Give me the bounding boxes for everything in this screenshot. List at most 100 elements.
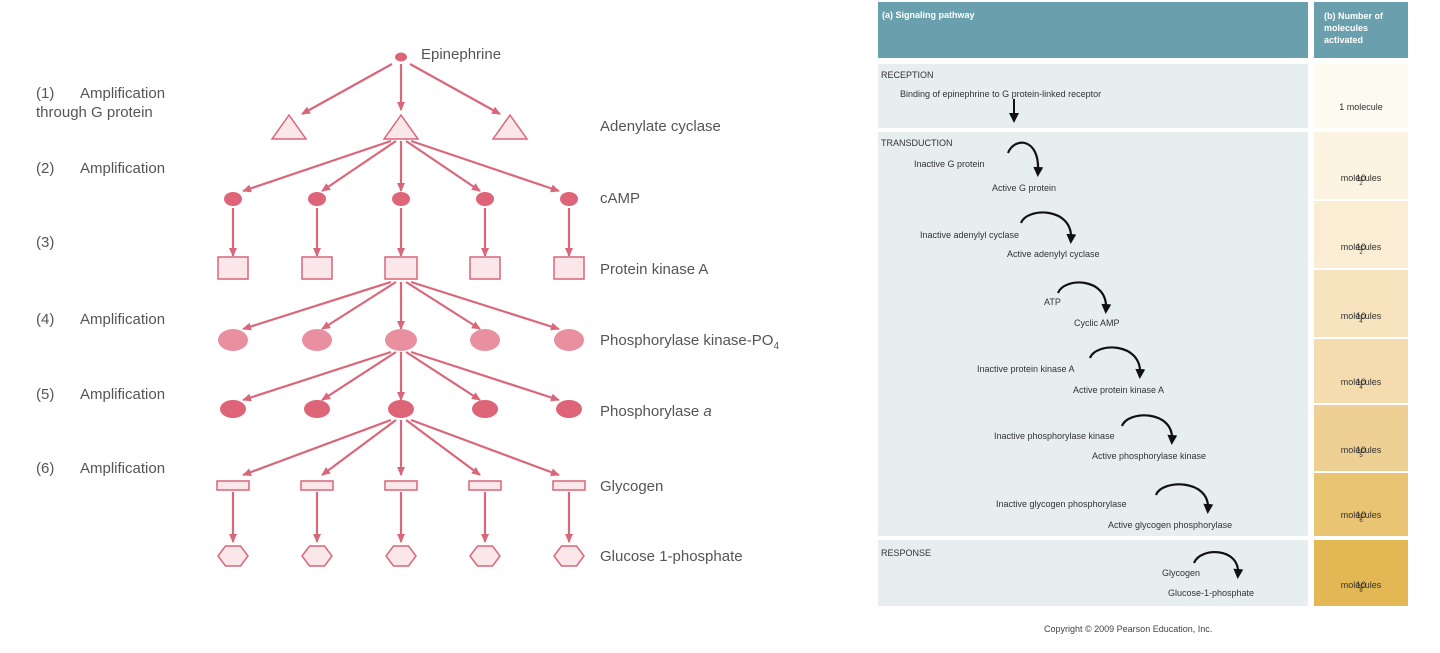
step-2-label: (2)Amplification <box>36 160 166 177</box>
activation-curved-arrow <box>1154 483 1214 514</box>
phosphorylase-kinase-ellipse <box>470 329 500 351</box>
activation-curved-arrow <box>1056 281 1112 314</box>
phosphorylase-kinase-ellipse <box>302 329 332 351</box>
reception-section: RECEPTION <box>878 64 1308 128</box>
cascade-arrow <box>405 140 481 192</box>
reception-title: RECEPTION <box>881 70 934 80</box>
adenylate-cyclase-label: Adenylate cyclase <box>600 118 721 135</box>
pathway-arrows <box>1006 99 1244 579</box>
glycogen-label: Glycogen <box>600 478 664 495</box>
phosphorylase-a-label: Phosphorylase a <box>600 403 712 420</box>
inactive-protein-kinase-a: Inactive protein kinase A <box>977 364 1075 374</box>
glycogen-bar <box>300 480 334 491</box>
glycogen-bar <box>552 480 586 491</box>
amplification-cascade-diagram <box>216 52 586 567</box>
cyclic-amp: Cyclic AMP <box>1074 318 1120 328</box>
adenylate-cyclase-triangle <box>382 113 420 140</box>
protein-kinase-a-square <box>217 256 249 280</box>
epinephrine-dot <box>395 52 407 62</box>
glucose-1-phosphate: Glucose-1-phosphate <box>1168 588 1255 598</box>
phosphorylase-kinase-ellipse <box>554 329 584 351</box>
adenylate-cyclase-triangle <box>491 113 529 140</box>
cascade-arrow <box>242 280 392 331</box>
activation-curved-arrow <box>1088 346 1146 379</box>
signaling-pathway-header: (a) Signaling pathway <box>878 2 1308 58</box>
inactive-glycogen-phosphorylase: Inactive glycogen phosphorylase <box>996 499 1127 509</box>
step-3-label: (3) <box>36 234 55 251</box>
phosphorylase-a-ellipse <box>388 400 414 418</box>
glycogen-bar <box>468 480 502 491</box>
step-5-label: (5)Amplification <box>36 386 166 403</box>
cascade-arrow <box>409 63 501 115</box>
inactive-g-protein: Inactive G protein <box>914 159 985 169</box>
cascade-arrow <box>410 280 560 331</box>
protein-kinase-a-square <box>384 256 418 280</box>
protein-kinase-a-square <box>553 256 585 280</box>
glucose-hexagon <box>469 545 501 567</box>
transduction-section: TRANSDUCTION <box>878 132 1308 536</box>
adenylate-cyclase-triangle <box>270 113 308 140</box>
cascade-arrow <box>321 281 397 330</box>
activation-curved-arrow <box>1006 141 1044 177</box>
copyright-notice: Copyright © 2009 Pearson Education, Inc. <box>1044 624 1213 634</box>
protein-kinase-a-square <box>301 256 333 280</box>
step-6-label: (6)Amplification <box>36 460 166 477</box>
cascade-arrow <box>242 139 392 193</box>
cascade-arrow <box>410 139 560 193</box>
active-protein-kinase-a: Active protein kinase A <box>1073 385 1165 395</box>
phosphorylase-kinase-ellipse <box>385 329 417 351</box>
cascade-arrow <box>321 419 397 476</box>
cascade-arrow <box>405 419 481 476</box>
camp-dot <box>476 192 494 206</box>
activation-curved-arrow <box>1192 551 1244 579</box>
transduction-title: TRANSDUCTION <box>881 138 953 148</box>
phosphorylase-kinase-ellipse <box>218 329 248 351</box>
cascade-arrow <box>321 351 397 401</box>
step-4-label: (4)Amplification <box>36 311 166 328</box>
active-g-protein: Active G protein <box>992 183 1057 193</box>
protein-kinase-a-label: Protein kinase A <box>600 261 709 278</box>
glucose-hexagon <box>385 545 417 567</box>
signaling-pathway-table: (a) Signaling pathway (b) Number of mole… <box>878 0 1440 653</box>
camp-dot <box>224 192 242 206</box>
response-title: RESPONSE <box>881 548 932 558</box>
glucose-1-phosphate-label: Glucose 1-phosphate <box>600 548 743 565</box>
glycogen: Glycogen <box>1162 568 1201 578</box>
protein-kinase-a-square <box>469 256 501 280</box>
cascade-arrow <box>410 418 560 477</box>
epinephrine-label: Epinephrine <box>421 46 502 63</box>
cascade-arrow <box>301 63 393 115</box>
phosphorylase-a-ellipse <box>556 400 582 418</box>
activation-curved-arrow <box>1019 211 1077 244</box>
camp-label: cAMP <box>600 190 641 207</box>
camp-dot <box>392 192 410 206</box>
cascade-arrow <box>410 350 560 402</box>
active-phosphorylase-kinase: Active phosphorylase kinase <box>1092 451 1207 461</box>
cascade-arrow <box>405 281 481 330</box>
phosphorylase-a-ellipse <box>220 400 246 418</box>
molecules-activated-header: (b) Number of molecules activated <box>1314 2 1408 58</box>
cascade-arrow <box>321 140 397 192</box>
inactive-adenylyl-cyclase: Inactive adenylyl cyclase <box>920 230 1020 240</box>
glucose-hexagon <box>301 545 333 567</box>
step-1-label: (1)Amplification through G protein <box>36 85 166 121</box>
glycogen-bar <box>216 480 250 491</box>
phosphorylase-a-ellipse <box>472 400 498 418</box>
phosphorylase-kinase-label: Phosphorylase kinase-PO4 <box>600 332 779 352</box>
inactive-phosphorylase-kinase: Inactive phosphorylase kinase <box>994 431 1115 441</box>
glucose-hexagon <box>217 545 249 567</box>
camp-dot <box>308 192 326 206</box>
binding-step: Binding of epinephrine to G protein-link… <box>900 89 1102 99</box>
camp-dot <box>560 192 578 206</box>
count-cell: 1 molecule <box>1314 64 1408 128</box>
active-adenylyl-cyclase: Active adenylyl cyclase <box>1007 249 1100 259</box>
cascade-arrow <box>242 418 392 477</box>
atp: ATP <box>1044 297 1061 307</box>
